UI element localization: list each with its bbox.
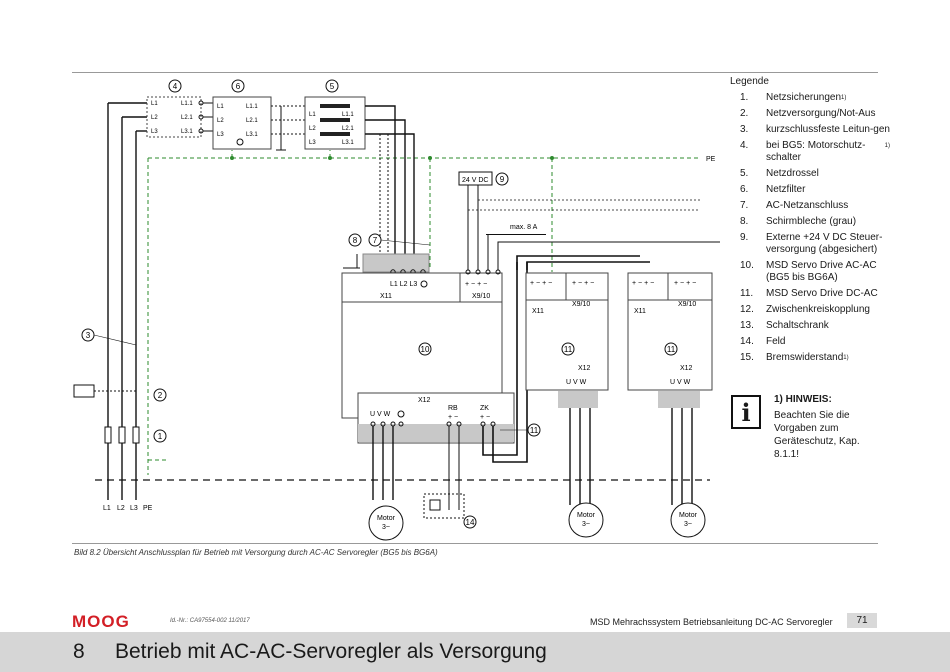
svg-text:L2.1: L2.1	[181, 115, 193, 121]
svg-text:L2.1: L2.1	[246, 118, 258, 124]
svg-text:L1.1: L1.1	[181, 101, 193, 107]
svg-text:L2: L2	[217, 118, 224, 124]
legend-item: 7.AC-Netzanschluss	[740, 200, 849, 211]
svg-text:Motor: Motor	[679, 512, 698, 519]
svg-text:+ −: + −	[480, 414, 490, 421]
pe-label: PE	[706, 156, 716, 163]
hint-title: 1) HINWEIS:	[774, 394, 832, 405]
info-icon: i	[731, 395, 761, 429]
legend-item: 9.Externe +24 V DC Steuer-versorgung (ab…	[740, 232, 883, 255]
svg-text:X12: X12	[418, 397, 431, 404]
svg-text:8: 8	[353, 236, 358, 245]
svg-text:L1: L1	[309, 112, 316, 118]
chapter-title: Betrieb mit AC-AC-Servoregler als Versor…	[115, 640, 547, 663]
svg-text:24 V DC: 24 V DC	[462, 177, 488, 184]
svg-text:L3: L3	[217, 132, 224, 138]
svg-text:L3.1: L3.1	[342, 140, 354, 146]
svg-text:L1: L1	[217, 104, 224, 110]
svg-text:L2: L2	[117, 505, 125, 512]
svg-text:L3.1: L3.1	[181, 129, 193, 135]
top-rule	[72, 72, 878, 73]
hint-text: Beachten Sie die Vorgaben zum Geräteschu…	[774, 410, 860, 460]
svg-text:X9/10: X9/10	[472, 293, 490, 300]
legend-item: 2.Netzversorgung/Not-Aus	[740, 108, 876, 119]
svg-text:U V W: U V W	[370, 411, 391, 418]
svg-text:2: 2	[158, 391, 163, 400]
svg-text:9: 9	[500, 175, 505, 184]
legend-item: 11.MSD Servo Drive DC-AC	[740, 288, 878, 299]
caption-rule	[72, 543, 878, 544]
svg-text:11: 11	[667, 345, 676, 354]
document-title: MSD Mehrachssystem Betriebsanleitung DC-…	[590, 617, 833, 627]
legend-item: 10.MSD Servo Drive AC-AC (BG5 bis BG6A)	[740, 260, 877, 283]
figure-caption: Bild 8.2 Übersicht Anschlussplan für Bet…	[74, 548, 438, 557]
svg-text:L3: L3	[151, 129, 158, 135]
svg-text:Motor: Motor	[377, 515, 396, 522]
svg-text:L3: L3	[309, 140, 316, 146]
legend-item: 6.Netzfilter	[740, 184, 806, 195]
chapter-number: 8	[73, 640, 85, 663]
svg-text:L3.1: L3.1	[246, 132, 258, 138]
svg-text:5: 5	[330, 82, 335, 91]
svg-text:U V W: U V W	[670, 379, 691, 386]
legend-item: 13.Schaltschrank	[740, 320, 829, 331]
svg-text:L1.1: L1.1	[246, 104, 258, 110]
svg-text:ZK: ZK	[480, 405, 489, 412]
svg-text:L1.1: L1.1	[342, 112, 354, 118]
svg-text:+ − + −: + − + −	[465, 281, 487, 288]
svg-text:L1 L2 L3: L1 L2 L3	[390, 281, 417, 288]
svg-text:U V W: U V W	[566, 379, 587, 386]
legend-title: Legende	[730, 76, 769, 87]
svg-text:3: 3	[86, 331, 91, 340]
svg-text:11: 11	[564, 345, 573, 354]
svg-text:6: 6	[236, 82, 241, 91]
svg-text:+ − + −: + − + −	[632, 280, 654, 287]
svg-text:max. 8 A: max. 8 A	[510, 224, 538, 231]
svg-text:Motor: Motor	[577, 512, 596, 519]
svg-text:4: 4	[173, 82, 178, 91]
chapter-bar	[0, 632, 950, 672]
svg-text:X9/10: X9/10	[678, 301, 696, 308]
page-number: 71	[847, 613, 877, 628]
svg-text:X12: X12	[680, 365, 693, 372]
svg-text:L1: L1	[103, 505, 111, 512]
svg-text:RB: RB	[448, 405, 458, 412]
svg-text:L2: L2	[309, 126, 316, 132]
svg-text:11: 11	[530, 426, 539, 435]
legend-item: 14.Feld	[740, 336, 786, 347]
svg-text:X9/10: X9/10	[572, 301, 590, 308]
svg-text:X11: X11	[634, 308, 646, 315]
svg-text:1: 1	[158, 432, 163, 441]
svg-text:10: 10	[421, 345, 430, 354]
svg-text:+ −: + −	[448, 414, 458, 421]
svg-text:X11: X11	[532, 308, 544, 315]
svg-text:+ − + −: + − + −	[530, 280, 552, 287]
svg-text:14: 14	[466, 518, 475, 527]
svg-text:PE: PE	[143, 505, 153, 512]
document-id: Id.-Nr.: CA97554-002 11/2017	[170, 618, 250, 624]
legend-item: 3.kurzschlussfeste Leitun-gen	[740, 124, 890, 135]
svg-text:+ − + −: + − + −	[674, 280, 696, 287]
svg-text:3~: 3~	[382, 524, 390, 531]
svg-text:X11: X11	[380, 293, 392, 300]
svg-text:7: 7	[373, 236, 378, 245]
svg-text:L2: L2	[151, 115, 158, 121]
legend-item: 8.Schirmbleche (grau)	[740, 216, 857, 227]
svg-text:L2.1: L2.1	[342, 126, 354, 132]
svg-text:L1: L1	[151, 101, 158, 107]
svg-text:3~: 3~	[582, 521, 590, 528]
legend-item: 12.Zwischenkreiskopplung	[740, 304, 870, 315]
svg-text:+ − + −: + − + −	[572, 280, 594, 287]
svg-text:X12: X12	[578, 365, 591, 372]
wiring-diagram: PE L1 L2 L3 L1.1 L2.1 L3.1 L1 L2 L3 L1.1…	[73, 79, 720, 541]
moog-logo: MOOG	[72, 612, 130, 631]
svg-text:3~: 3~	[684, 521, 692, 528]
legend-item: 5.Netzdrossel	[740, 168, 819, 179]
svg-text:L3: L3	[130, 505, 138, 512]
